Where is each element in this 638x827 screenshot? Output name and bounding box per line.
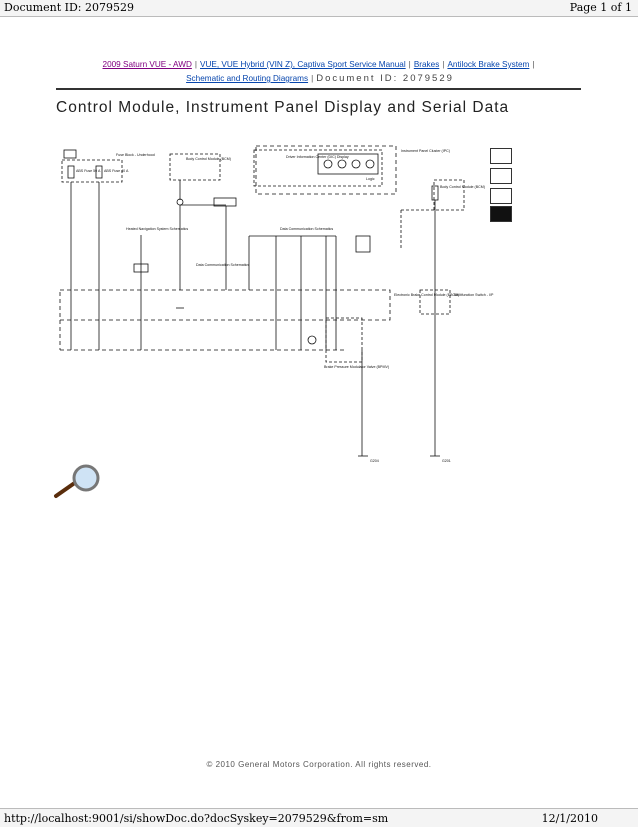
breadcrumb: 2009 Saturn VUE - AWD|VUE, VUE Hybrid (V… (30, 58, 610, 86)
breadcrumb-vehicle-link[interactable]: 2009 Saturn VUE - AWD (102, 60, 192, 69)
multifunction-switch-box (419, 289, 451, 315)
ebcm-switch (355, 235, 371, 253)
side-icon-arrows[interactable] (490, 148, 512, 164)
page-footer: http://localhost:9001/si/showDoc.do?docS… (0, 808, 638, 827)
label-dic: Driver Information Center (DIC) Display (286, 155, 349, 159)
page-header: Document ID: 2079529 Page 1 of 1 (0, 0, 638, 17)
abs-fuse-2 (95, 165, 103, 179)
breadcrumb-brakes-link[interactable]: Brakes (413, 60, 440, 69)
breadcrumb-schematic-link[interactable]: Schematic and Routing Diagrams (186, 74, 309, 83)
fuse-block-box (61, 159, 123, 183)
bcm-fuse (431, 185, 439, 201)
breadcrumb-sep: | (442, 60, 445, 69)
label-bcm-right: Body Control Module (BCM) (440, 185, 485, 189)
label-data-comm-2: Data Communication Schematics (196, 263, 249, 267)
side-icon-swap[interactable] (490, 188, 512, 204)
label-abs-fuse-1: ABS Fuse 50 A (76, 169, 101, 173)
page-title: Control Module, Instrument Panel Display… (56, 99, 510, 116)
copyright-footer: © 2010 General Motors Corporation. All r… (206, 760, 432, 769)
abs-fuse-1 (67, 165, 75, 179)
label-abs-fuse-2: ABS Fuse 40 A (104, 169, 129, 173)
breadcrumb-sep: | (408, 60, 411, 69)
hdm-connector (133, 263, 149, 273)
side-icon-arrows-2[interactable] (490, 168, 512, 184)
hp-connector (213, 197, 237, 207)
label-g201: G201 (442, 459, 451, 463)
breadcrumb-sep: | (311, 74, 314, 83)
label-bpmv: Brake Pressure Modulator Valve (BPMV) (324, 365, 389, 369)
breadcrumb-sep: | (194, 60, 197, 69)
label-ipc: Instrument Panel Cluster (IPC) (401, 149, 450, 153)
label-ebcm: Electronic Brake Control Module (EBCM) (394, 293, 459, 297)
footer-date: 12/1/2010 (541, 812, 598, 825)
header-page-count: Page 1 of 1 (569, 1, 632, 14)
label-data-comm: Data Communication Schematics (280, 227, 333, 231)
breadcrumb-doc-id: Document ID: 2079529 (316, 73, 454, 84)
breadcrumb-manual-link[interactable]: VUE, VUE Hybrid (VIN Z), Captiva Sport S… (200, 60, 406, 69)
bpmv-box (325, 317, 363, 363)
breadcrumb-sep: | (532, 60, 535, 69)
footer-url: http://localhost:9001/si/showDoc.do?docS… (4, 812, 389, 825)
ipc-box (255, 145, 397, 195)
label-multifunction: Multifunction Switch - I/P (454, 293, 494, 297)
wiring-schematic: Fuse Block - Underhood Body Control Modu… (59, 145, 494, 463)
header-doc-id: Document ID: 2079529 (4, 1, 134, 14)
ebcm-box (59, 289, 391, 321)
title-rule (56, 88, 581, 90)
label-logic: Logic (366, 177, 375, 181)
fuse-block-connector (63, 149, 77, 159)
label-hdm: Heated Navigation System Schematics (126, 227, 188, 231)
bcm-right-box (433, 179, 465, 211)
bcm-top-box (169, 153, 221, 181)
label-bcm-top: Body Control Module (BCM) (186, 157, 231, 161)
dic-box (253, 149, 383, 187)
label-g204: G204 (370, 459, 379, 463)
dic-indicators (317, 153, 379, 175)
side-icon-arrow-right[interactable] (490, 206, 512, 222)
label-fuse-block: Fuse Block - Underhood (116, 153, 155, 157)
magnifier-icon[interactable] (50, 462, 106, 502)
breadcrumb-abs-link[interactable]: Antilock Brake System (447, 60, 530, 69)
